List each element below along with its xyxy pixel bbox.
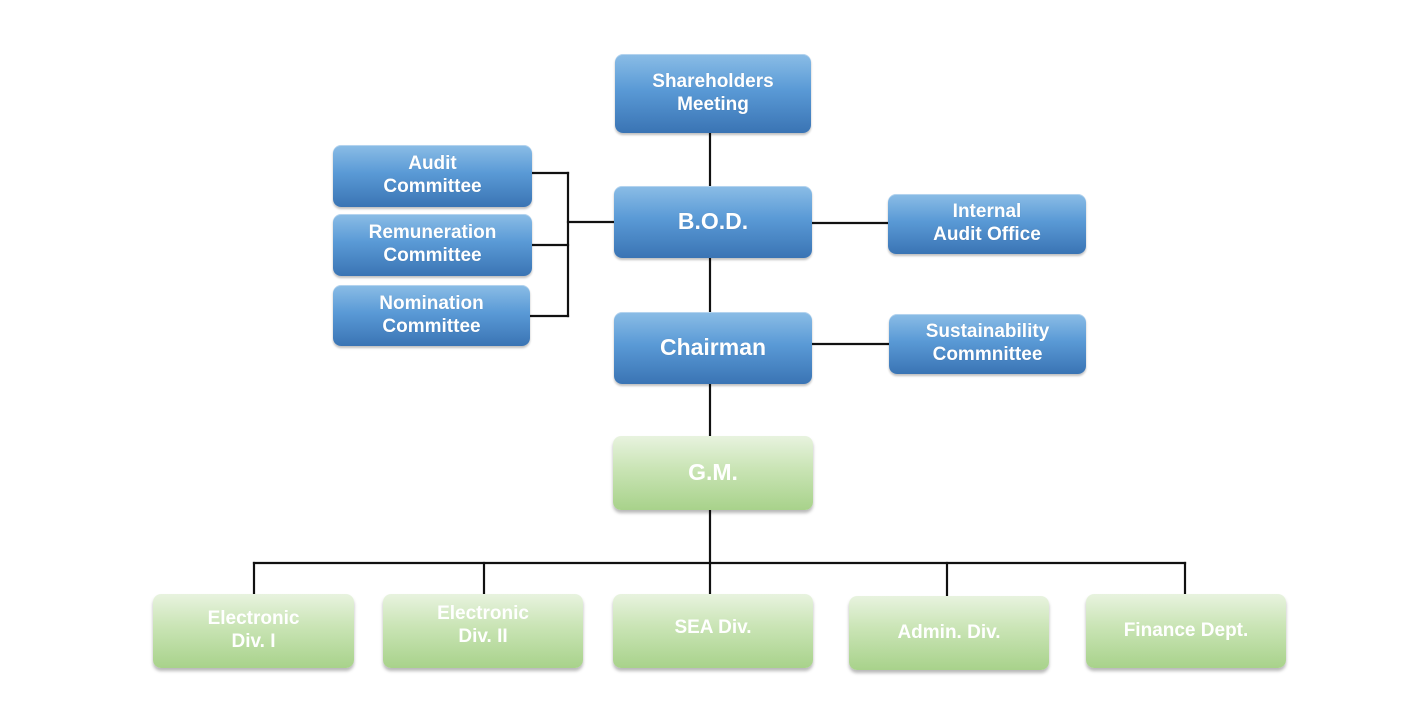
bod-box: B.O.D. (614, 186, 812, 258)
division-electronic-1-box: Electronic Div. I (153, 594, 354, 668)
audit-committee-box: Audit Committee (333, 145, 532, 207)
sustainability-committee-box: Sustainability Commnittee (889, 314, 1086, 374)
division-admin-box: Admin. Div. (849, 596, 1049, 670)
internal-audit-office-box: Internal Audit Office (888, 194, 1086, 254)
division-electronic-2-box: Electronic Div. II (383, 594, 583, 668)
gm-box: G.M. (613, 436, 813, 510)
remuneration-committee-box: Remuneration Committee (333, 214, 532, 276)
nomination-committee-box: Nomination Committee (333, 285, 530, 346)
chairman-box: Chairman (614, 312, 812, 384)
shareholders-meeting-box: Shareholders Meeting (615, 54, 811, 133)
division-sea-box: SEA Div. (613, 594, 813, 668)
division-finance-box: Finance Dept. (1086, 594, 1286, 668)
